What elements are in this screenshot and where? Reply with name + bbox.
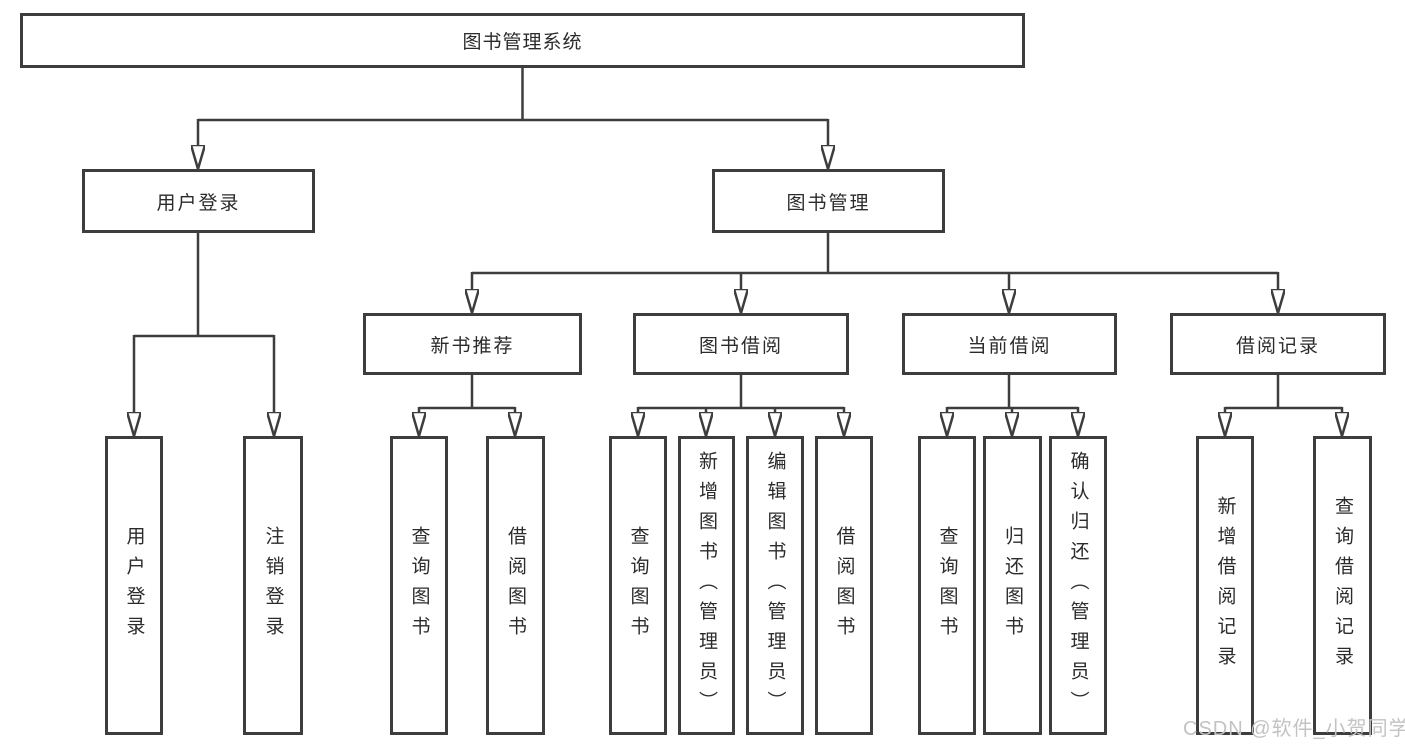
leaf-confirm-return-admin: 确认归还（管理员） [1049,436,1107,735]
node-label: 查询图书 [627,525,649,646]
node-label: 借阅图书 [833,525,855,646]
node-book-management: 图书管理 [712,169,945,233]
leaf-borrow-books: 借阅图书 [815,436,873,735]
leaf-borrow-books-recommend: 借阅图书 [486,436,545,735]
node-new-book-recommend: 新书推荐 [363,313,582,375]
node-system-root: 图书管理系统 [20,13,1025,68]
node-label: 图书管理系统 [462,32,583,53]
node-current-borrow: 当前借阅 [902,313,1117,375]
node-label: 查询借阅记录 [1332,495,1353,676]
leaf-query-books-borrow: 查询图书 [609,436,667,735]
leaf-add-borrow-record: 新增借阅记录 [1196,436,1254,735]
node-label: 查询图书 [408,525,430,646]
watermark: CSDN @软件_小贺同学 [1183,718,1405,740]
leaf-query-books-recommend: 查询图书 [390,436,448,735]
node-label: 注销登录 [262,525,284,646]
leaf-return-books: 归还图书 [983,436,1042,735]
node-borrow-records: 借阅记录 [1170,313,1386,375]
leaf-logout: 注销登录 [243,436,303,735]
node-label: 当前借阅 [967,335,1052,357]
node-user-login: 用户登录 [82,169,315,233]
node-label: 确认归还（管理员） [1067,450,1089,721]
node-label: 图书借阅 [698,335,783,357]
node-label: 新书推荐 [430,335,515,357]
leaf-query-books-current: 查询图书 [918,436,976,735]
node-label: 查询图书 [936,525,958,646]
node-label: 图书管理 [786,192,871,214]
node-label: 归还图书 [1002,525,1023,646]
node-book-borrow: 图书借阅 [633,313,849,375]
leaf-edit-books-admin: 编辑图书（管理员） [746,436,804,735]
node-label: 用户登录 [123,525,145,646]
node-label: 编辑图书（管理员） [764,450,786,721]
node-label: 新增借阅记录 [1214,495,1236,676]
leaf-user-login: 用户登录 [105,436,163,735]
node-label: 用户登录 [156,192,241,214]
node-label: 借阅图书 [505,525,526,646]
node-label: 借阅记录 [1235,335,1320,357]
leaf-add-books-admin: 新增图书（管理员） [678,436,735,735]
leaf-query-borrow-record: 查询借阅记录 [1313,436,1372,735]
node-label: 新增图书（管理员） [696,450,717,721]
